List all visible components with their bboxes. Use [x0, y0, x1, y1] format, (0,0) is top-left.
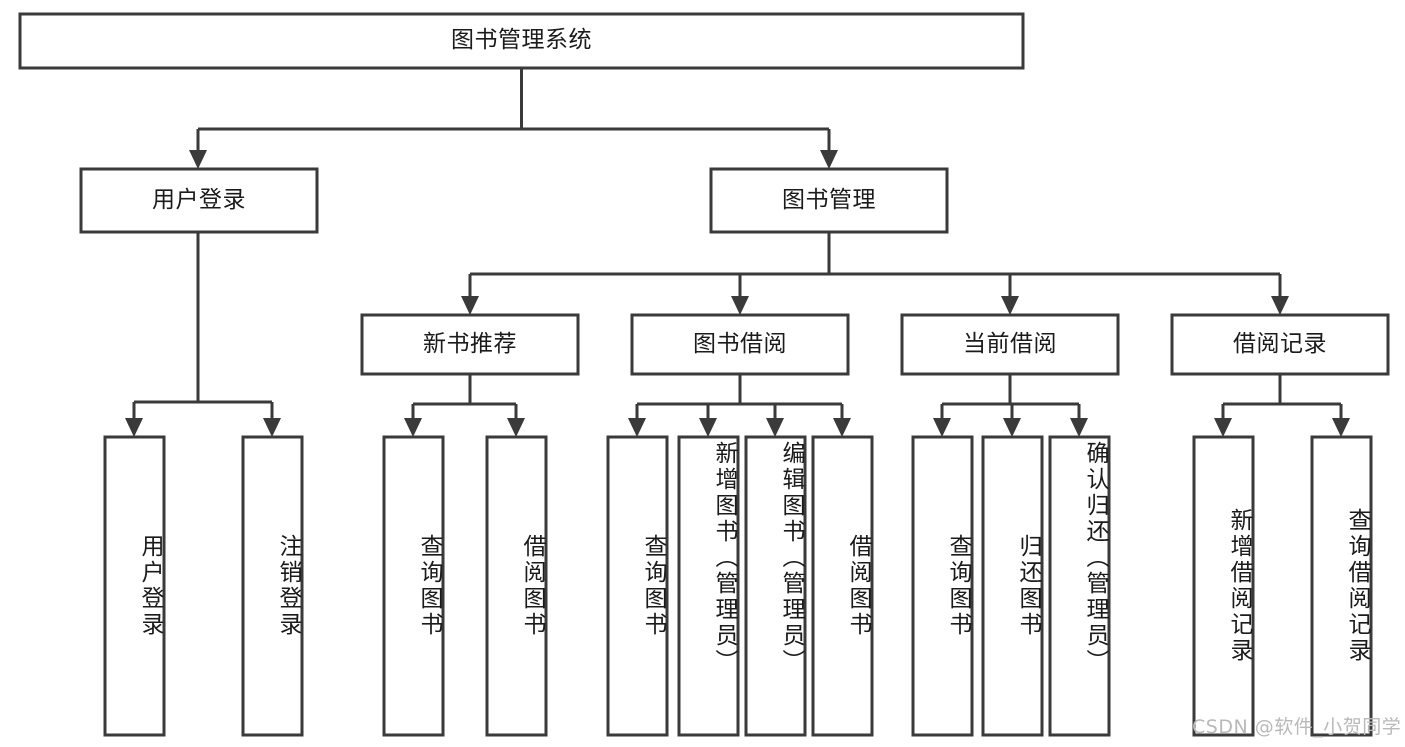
arrow-head-icon [628, 418, 646, 437]
arrow-head-icon [820, 150, 838, 169]
arrow-head-icon [699, 418, 717, 437]
csdn-watermark: CSDN @软件_小贺同学 [1192, 716, 1402, 738]
node-box-leaf-query-borrow-record[interactable] [1310, 435, 1373, 737]
node-box-leaf-add-borrow-record[interactable] [1192, 435, 1255, 737]
node-box-borrow-record[interactable] [1170, 313, 1390, 376]
node-box-root[interactable] [18, 12, 1025, 70]
node-box-book-management[interactable] [709, 167, 949, 234]
node-box-leaf-query-book-recommend[interactable] [382, 435, 445, 737]
arrow-heads [125, 150, 1350, 437]
arrow-head-icon [125, 418, 143, 437]
arrow-head-icon [1271, 296, 1289, 315]
node-box-leaf-logout-login[interactable] [241, 435, 304, 737]
connector-lines [132, 68, 1343, 420]
node-box-leaf-confirm-return-admin[interactable] [1048, 435, 1111, 737]
node-box-new-book-recommend[interactable] [360, 313, 580, 376]
node-box-leaf-query-book-current[interactable] [911, 435, 974, 737]
arrow-head-icon [731, 296, 749, 315]
node-box-leaf-borrow-book-recommend[interactable] [485, 435, 548, 737]
arrow-head-icon [1003, 418, 1021, 437]
arrow-head-icon [461, 296, 479, 315]
arrow-head-icon [1001, 296, 1019, 315]
node-box-book-borrow[interactable] [630, 313, 850, 376]
node-boxes [18, 12, 1390, 737]
arrow-head-icon [766, 418, 784, 437]
arrow-head-icon [507, 418, 525, 437]
node-box-user-login[interactable] [79, 167, 319, 234]
arrow-head-icon [1332, 418, 1350, 437]
arrow-head-icon [1214, 418, 1232, 437]
node-box-leaf-query-book-borrow[interactable] [606, 435, 669, 737]
arrow-head-icon [263, 418, 281, 437]
arrow-head-icon [189, 150, 207, 169]
arrow-head-icon [1070, 418, 1088, 437]
arrow-head-icon [933, 418, 951, 437]
node-box-leaf-add-book-admin[interactable] [677, 435, 740, 737]
node-box-leaf-return-book[interactable] [981, 435, 1044, 737]
node-box-current-borrow[interactable] [900, 313, 1120, 376]
node-box-leaf-edit-book-admin[interactable] [744, 435, 807, 737]
arrow-head-icon [833, 418, 851, 437]
node-box-leaf-borrow-book[interactable] [811, 435, 874, 737]
arrow-head-icon [404, 418, 422, 437]
node-box-leaf-user-login[interactable] [103, 435, 166, 737]
